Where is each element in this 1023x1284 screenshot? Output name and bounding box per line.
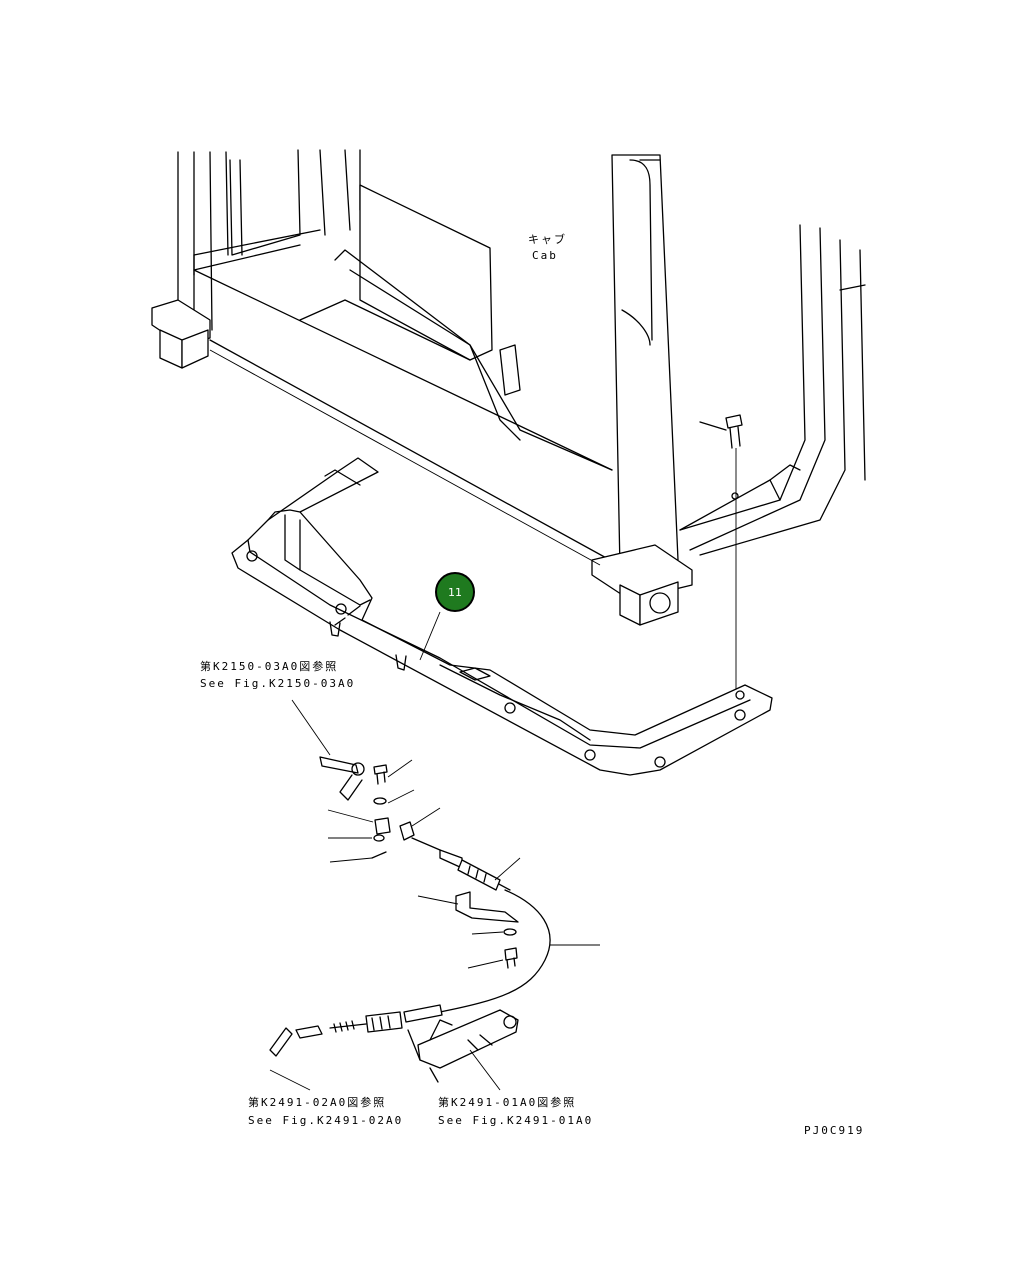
alignment-lines (209, 349, 737, 705)
reference-k2150-jp: 第K2150-03A0図参照 (200, 659, 338, 673)
reference-k2491-02-jp: 第K2491-02A0図参照 (248, 1095, 386, 1109)
cab-label-en: Cab (532, 249, 558, 262)
callout-badge-circle[interactable] (435, 572, 475, 612)
floor-frame (231, 457, 773, 776)
cable-assembly-parts (269, 756, 600, 1091)
drawing-code: PJ0C919 (804, 1124, 864, 1137)
reference-k2491-01-jp: 第K2491-01A0図参照 (438, 1095, 576, 1109)
reference-k2491-01-en: See Fig.K2491-01A0 (438, 1114, 593, 1127)
callout-badge[interactable]: 11 (419, 572, 475, 661)
reference-k2150-en: See Fig.K2150-03A0 (200, 677, 355, 690)
cab-label-jp: キャブ (528, 232, 567, 246)
callout-badge-number: 11 (448, 586, 462, 599)
reference-k2491-02-en: See Fig.K2491-02A0 (248, 1114, 403, 1127)
cab-frame (151, 149, 866, 626)
